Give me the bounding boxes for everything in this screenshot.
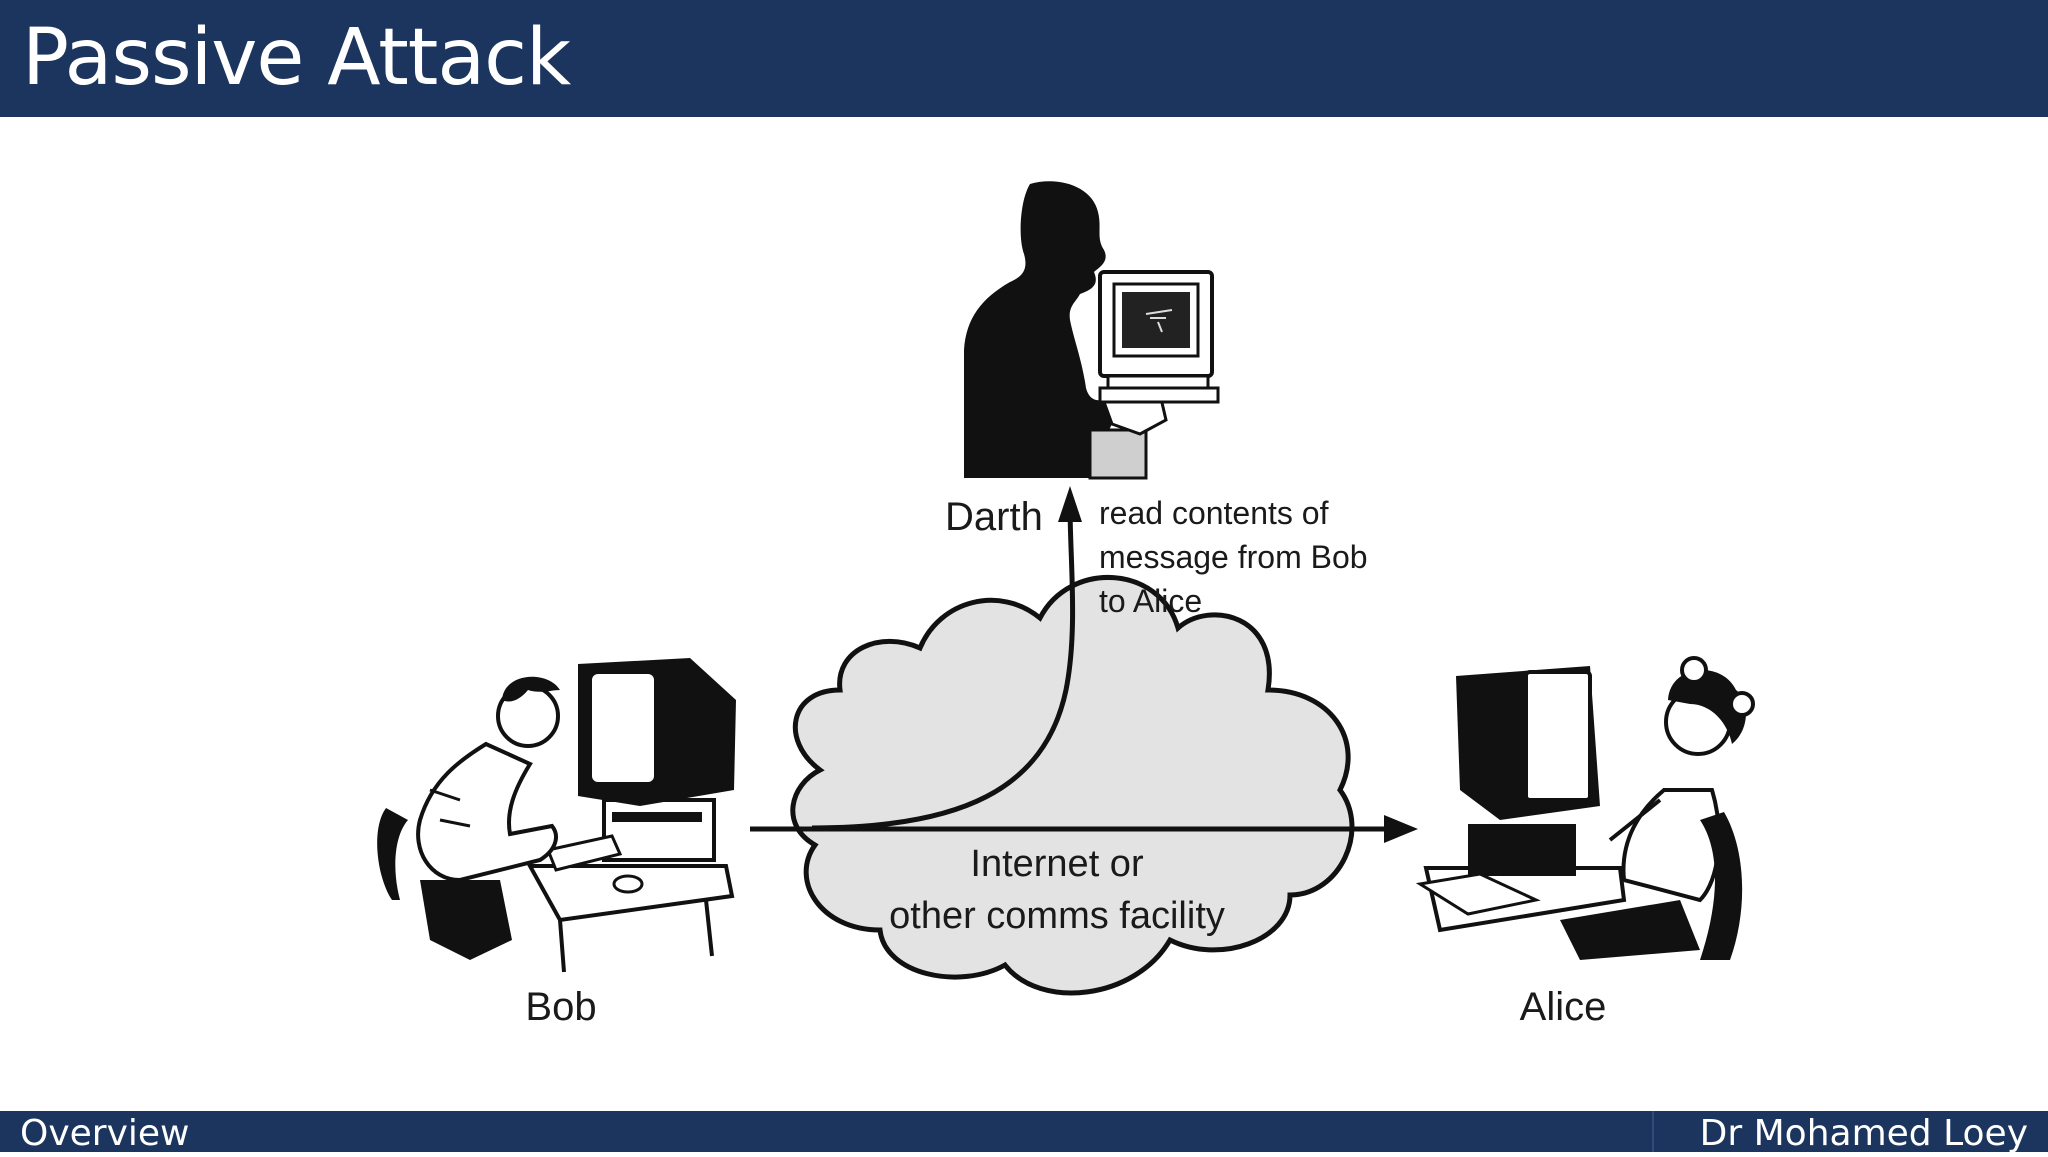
header-bar — [0, 0, 2048, 117]
intercept-arrow — [811, 504, 1076, 831]
message-arrowhead — [1384, 815, 1418, 843]
computer-icon — [578, 658, 736, 806]
cloud-icon — [790, 574, 1355, 996]
person-silhouette-icon — [964, 181, 1127, 478]
footer-bar — [0, 1111, 2048, 1152]
footer-author: Dr Mohamed Loey — [1699, 1113, 2028, 1154]
intercept-arrowhead — [1058, 486, 1082, 522]
slide-title: Passive Attack — [22, 13, 571, 103]
computer-icon — [1456, 666, 1600, 820]
darth-label: Darth — [945, 495, 1043, 539]
annotation-line-2: message from Bob — [1099, 539, 1368, 575]
bob-figure — [377, 658, 736, 973]
network-label-line-1: Internet or — [970, 843, 1144, 885]
alice-figure — [1415, 656, 1755, 960]
network-label-line-2: other comms facility — [889, 895, 1225, 937]
darth-figure — [964, 181, 1220, 480]
annotation-line-1: read contents of — [1099, 495, 1329, 531]
bob-label: Bob — [525, 985, 596, 1029]
footer-divider — [1652, 1111, 1654, 1152]
footer-section-label: Overview — [20, 1113, 190, 1154]
computer-icon — [1098, 270, 1220, 404]
annotation-line-3: to Alice — [1099, 583, 1202, 619]
alice-label: Alice — [1520, 985, 1607, 1029]
